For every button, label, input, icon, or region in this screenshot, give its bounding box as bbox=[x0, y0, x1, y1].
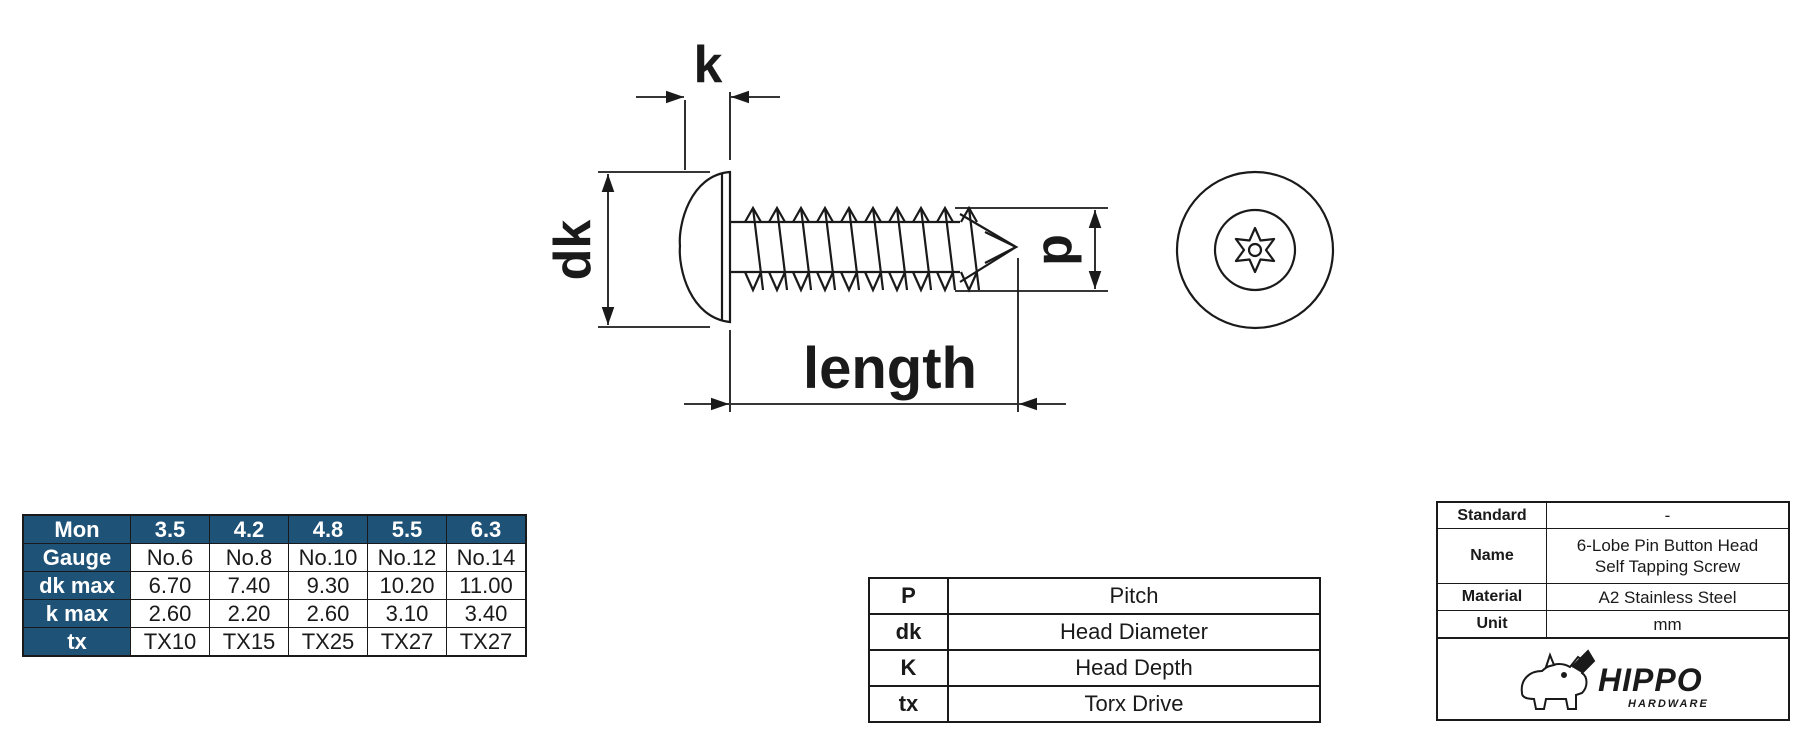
spec-cell: 9.30 bbox=[288, 571, 368, 600]
legend-row: tx Torx Drive bbox=[868, 685, 1321, 723]
spec-row-label: Gauge bbox=[22, 543, 131, 572]
legend-symbol: P bbox=[868, 577, 949, 615]
spec-header-cell: 4.8 bbox=[288, 514, 368, 544]
length-label: length bbox=[803, 336, 977, 401]
thread-crest bbox=[863, 205, 885, 293]
spec-row-tx: tx TX10 TX15 TX25 TX27 TX27 bbox=[22, 627, 527, 657]
dk-dimension bbox=[598, 171, 710, 328]
spec-cell: TX27 bbox=[367, 627, 447, 657]
spec-cell: 2.20 bbox=[209, 599, 289, 628]
logo-sub-text: HARDWARE bbox=[1628, 698, 1709, 710]
spec-row-k-max: k max 2.60 2.20 2.60 3.10 3.40 bbox=[22, 599, 527, 628]
info-row-name: Name 6-Lobe Pin Button Head Self Tapping… bbox=[1438, 528, 1788, 584]
legend-description: Torx Drive bbox=[947, 685, 1321, 723]
six-lobe-head-view-icon bbox=[1175, 170, 1335, 330]
spec-row-gauge: Gauge No.6 No.8 No.10 No.12 No.14 bbox=[22, 543, 527, 572]
spec-cell: 6.70 bbox=[130, 571, 210, 600]
spec-row-label: tx bbox=[22, 627, 131, 657]
info-name-line1: 6-Lobe Pin Button Head bbox=[1576, 536, 1759, 555]
info-row-unit: Unit mm bbox=[1438, 610, 1788, 638]
legend-row: K Head Depth bbox=[868, 649, 1321, 687]
legend-symbol: tx bbox=[868, 685, 949, 723]
thread-crest bbox=[815, 205, 837, 293]
legend-row: P Pitch bbox=[868, 577, 1321, 615]
spec-header-row: Mon 3.5 4.2 4.8 5.5 6.3 bbox=[22, 514, 527, 544]
spec-cell: No.6 bbox=[130, 543, 210, 572]
legend-description: Pitch bbox=[947, 577, 1321, 615]
spec-header-label: Mon bbox=[22, 514, 131, 544]
thread-crest bbox=[791, 205, 813, 293]
spec-header-cell: 4.2 bbox=[209, 514, 289, 544]
legend-row: dk Head Diameter bbox=[868, 613, 1321, 651]
info-value: A2 Stainless Steel bbox=[1546, 583, 1788, 611]
thread-crest bbox=[743, 205, 765, 293]
info-row-standard: Standard - bbox=[1438, 503, 1788, 529]
brand-logo: HIPPO HARDWARE bbox=[1438, 638, 1788, 719]
thread-crest bbox=[935, 205, 957, 293]
spec-cell: 7.40 bbox=[209, 571, 289, 600]
spec-cell: 3.40 bbox=[446, 599, 527, 628]
info-value: - bbox=[1546, 503, 1788, 529]
thread-crest bbox=[911, 205, 933, 293]
k-label: k bbox=[694, 36, 723, 94]
legend-description: Head Diameter bbox=[947, 613, 1321, 651]
spec-cell: TX15 bbox=[209, 627, 289, 657]
logo-brand-text: HIPPO bbox=[1598, 662, 1703, 698]
product-info-table: Standard - Name 6-Lobe Pin Button Head S… bbox=[1438, 503, 1788, 638]
info-key: Standard bbox=[1438, 503, 1547, 529]
spec-cell: 11.00 bbox=[446, 571, 527, 600]
info-row-material: Material A2 Stainless Steel bbox=[1438, 583, 1788, 611]
spec-cell: TX25 bbox=[288, 627, 368, 657]
legend-description: Head Depth bbox=[947, 649, 1321, 687]
screw-technical-drawing: k dk d length bbox=[544, 36, 1335, 412]
spec-row-dk-max: dk max 6.70 7.40 9.30 10.20 11.00 bbox=[22, 571, 527, 600]
legend-symbol: K bbox=[868, 649, 949, 687]
info-key: Material bbox=[1438, 583, 1547, 611]
spec-row-label: dk max bbox=[22, 571, 131, 600]
spec-header-cell: 3.5 bbox=[130, 514, 210, 544]
k-dimension bbox=[636, 90, 780, 170]
legend-symbol: dk bbox=[868, 613, 949, 651]
product-info-box: Standard - Name 6-Lobe Pin Button Head S… bbox=[1436, 501, 1790, 721]
info-key: Unit bbox=[1438, 610, 1547, 638]
spec-cell: 2.60 bbox=[288, 599, 368, 628]
size-spec-table: Mon 3.5 4.2 4.8 5.5 6.3 Gauge No.6 No.8 … bbox=[22, 514, 527, 657]
spec-header-cell: 6.3 bbox=[446, 514, 527, 544]
info-value: mm bbox=[1546, 610, 1788, 638]
symbol-legend-table: P Pitch dk Head Diameter K Head Depth tx… bbox=[868, 577, 1321, 723]
info-key: Name bbox=[1438, 528, 1547, 584]
spec-cell: 3.10 bbox=[367, 599, 447, 628]
spec-cell: 2.60 bbox=[130, 599, 210, 628]
spec-cell: No.14 bbox=[446, 543, 527, 572]
spec-row-label: k max bbox=[22, 599, 131, 628]
dk-label: dk bbox=[544, 220, 602, 281]
spec-cell: TX27 bbox=[446, 627, 527, 657]
spec-cell: TX10 bbox=[130, 627, 210, 657]
info-value: 6-Lobe Pin Button Head Self Tapping Scre… bbox=[1546, 528, 1788, 584]
info-name-line2: Self Tapping Screw bbox=[1594, 557, 1741, 576]
length-dimension bbox=[684, 258, 1066, 412]
d-dimension bbox=[955, 207, 1108, 292]
thread-crest bbox=[887, 205, 909, 293]
spec-cell: No.8 bbox=[209, 543, 289, 572]
thread-crest bbox=[839, 205, 861, 293]
d-label: d bbox=[1032, 234, 1090, 266]
screw-side-view-icon bbox=[678, 170, 1019, 324]
spec-cell: No.10 bbox=[288, 543, 368, 572]
hippo-logo-icon bbox=[1520, 649, 1596, 710]
spec-cell: No.12 bbox=[367, 543, 447, 572]
thread-crest bbox=[767, 205, 789, 293]
spec-cell: 10.20 bbox=[367, 571, 447, 600]
spec-header-cell: 5.5 bbox=[367, 514, 447, 544]
torx-recess bbox=[1234, 226, 1276, 274]
